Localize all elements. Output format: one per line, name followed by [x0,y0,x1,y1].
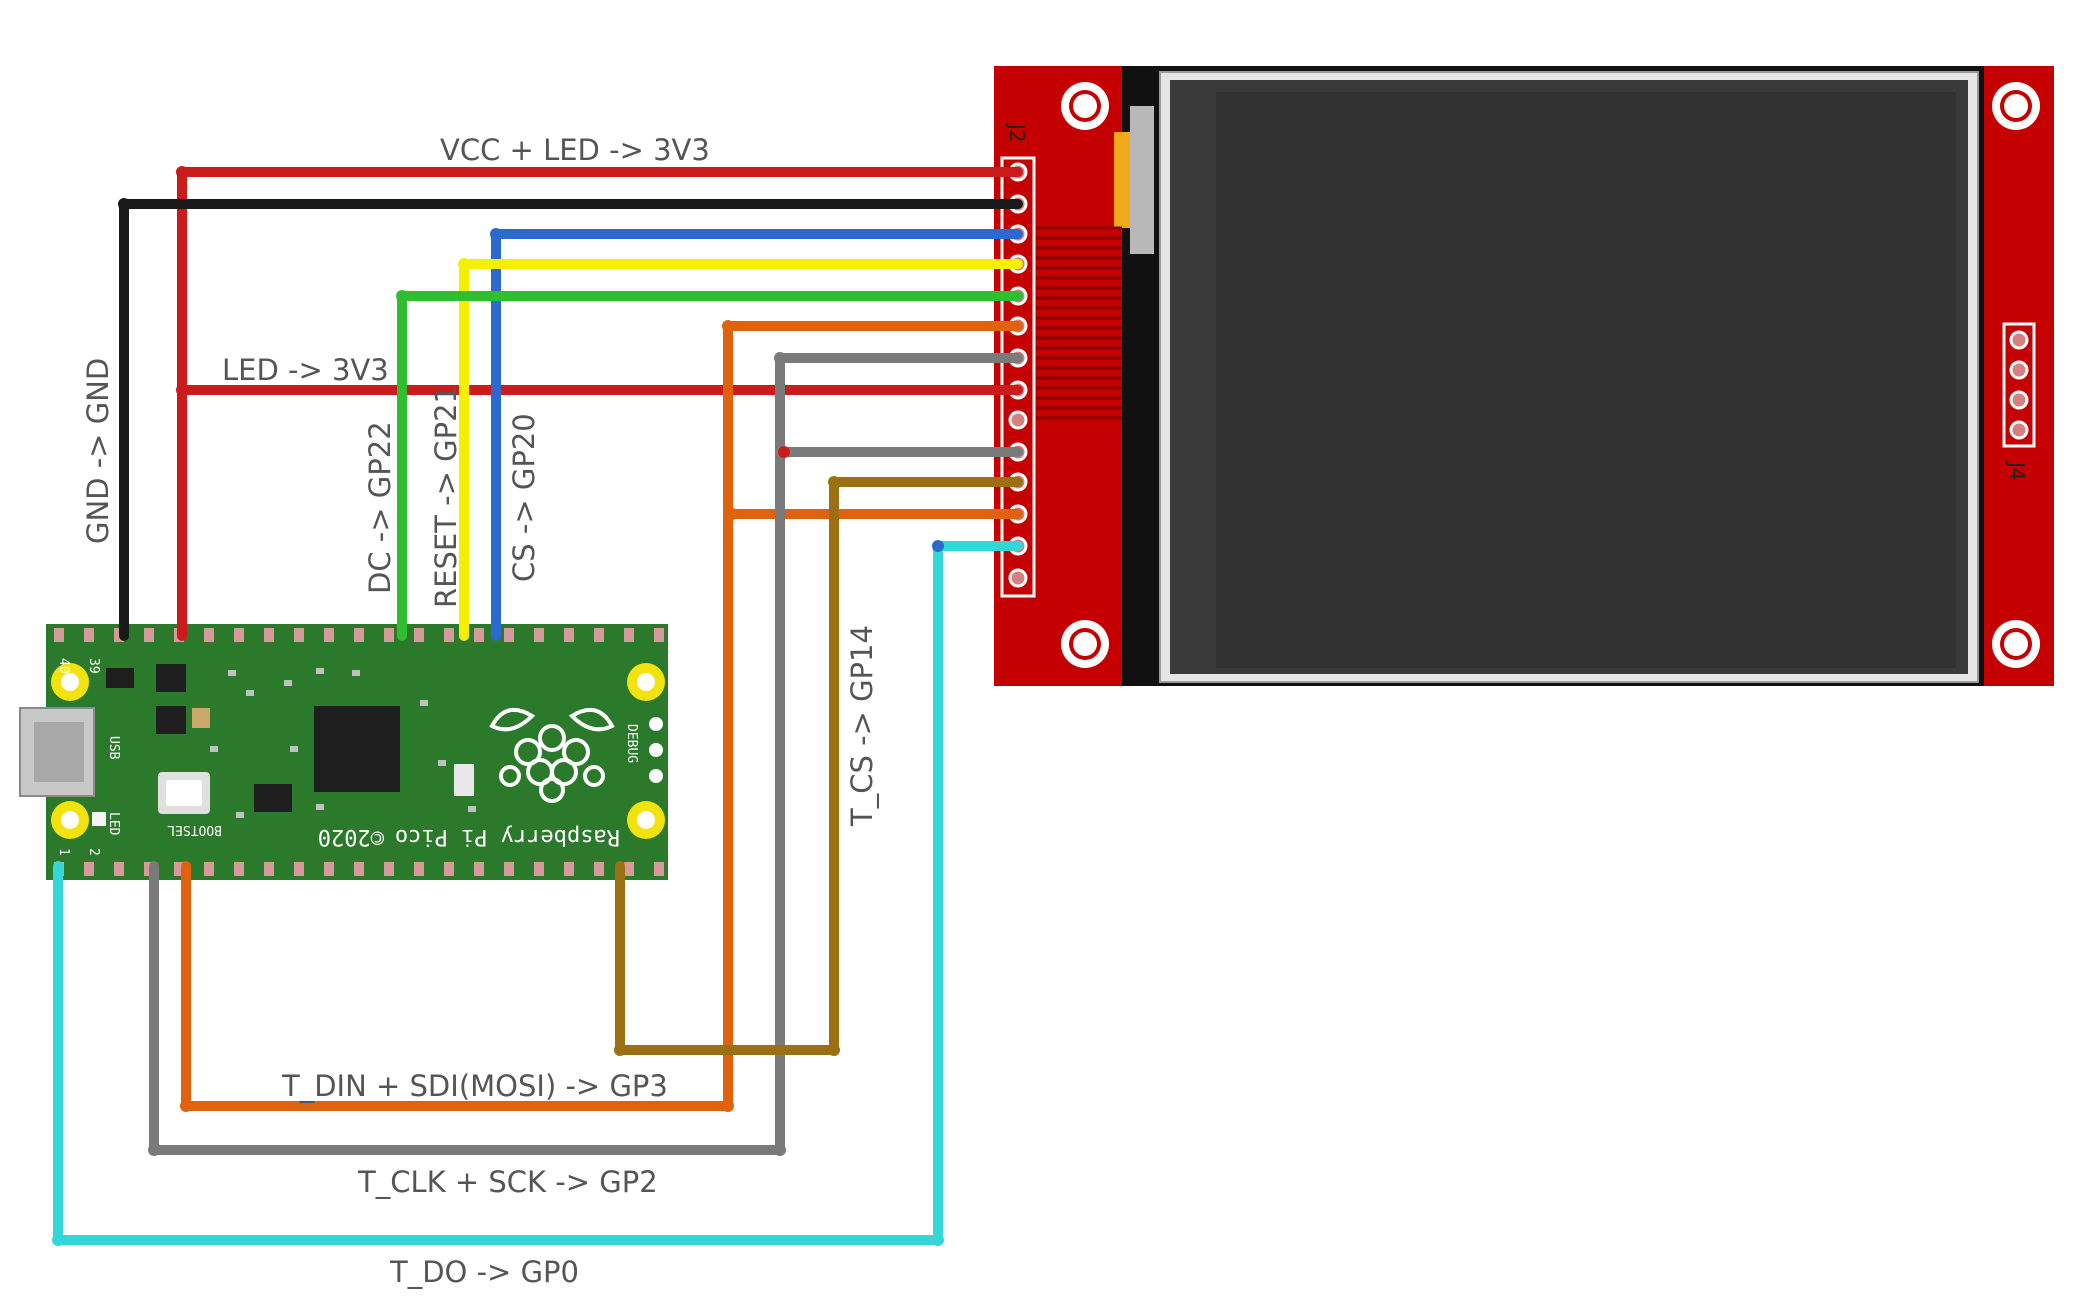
tft-screen-active-area [1216,92,1956,668]
mounting-hole-icon [1061,82,2040,668]
pin40-label: 40 [56,658,71,674]
label-cs: CS -> GP20 [507,413,541,582]
flex-connector [1130,106,1154,254]
j2-label: J2 [1005,122,1029,143]
usb-connector-icon [19,707,95,797]
j4-pins [2009,330,2029,440]
pico-bottom-pins [54,862,664,876]
wire-t-cs [615,477,1023,1055]
smd-part [192,708,210,728]
label-t-din: T_DIN + SDI(MOSI) -> GP3 [281,1069,668,1103]
tft-traces [1034,226,1122,420]
bootsel-label: BOOTSEL [167,822,222,837]
label-t-do: T_DO -> GP0 [389,1255,579,1289]
pico-brand-text: Raspberry Pi Pico [395,824,620,849]
debug-header [644,710,668,790]
j4-label: J4 [2005,460,2029,481]
wire-joints [52,166,944,1246]
label-reset: RESET -> GP21 [429,385,463,608]
label-t-cs: T_CS -> GP14 [845,625,879,827]
status-led [92,812,106,826]
inductor [156,706,186,734]
label-vcc-led: VCC + LED -> 3V3 [440,133,710,167]
pin2-label: 2 [86,848,101,856]
flex-connector-tab [1114,132,1130,228]
pin1-label: 1 [56,848,71,856]
label-dc: DC -> GP22 [363,421,397,594]
raspberry-pi-logo-icon [489,707,615,803]
raspberry-pi-pico: Raspberry Pi Pico ©2020 BOOTSEL USB LED … [19,624,668,880]
smd-part [106,668,134,688]
flash-chip [254,784,292,812]
usb-label: USB [106,736,121,760]
led-label: LED [106,812,121,836]
j2-header [1000,156,1036,598]
pico-top-pins [54,628,664,642]
bootsel-button [158,772,210,814]
label-led: LED -> 3V3 [222,353,389,387]
pico-copyright-text: ©2020 [318,824,384,849]
label-gnd: GND -> GND [81,358,115,544]
wire-vcc-led [177,167,1023,641]
smd-part [454,764,474,796]
smd-passives [210,668,476,818]
tft-display-module: J2 J4 [994,66,2054,686]
label-t-clk: T_CLK + SCK -> GP2 [357,1165,658,1199]
pico-mounting-hole-icon [51,663,665,839]
regulator [156,664,186,692]
pin39-label: 39 [86,658,101,674]
rp2040-chip [314,706,400,792]
debug-label: DEBUG [624,724,639,763]
j4-header [2002,322,2036,448]
